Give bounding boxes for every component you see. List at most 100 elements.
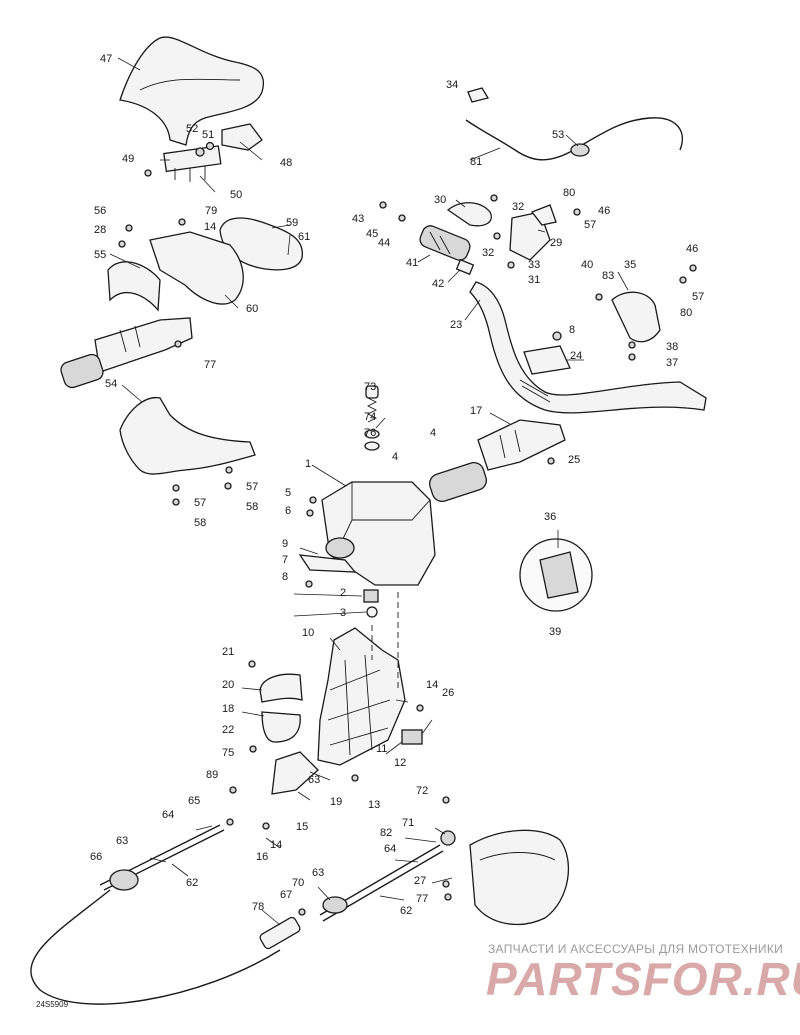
diagram-code: 24S5909 [36, 1000, 69, 1009]
callout-c67: 67 [280, 889, 292, 901]
right-grip-assembly[interactable] [427, 419, 566, 504]
callout-c50: 50 [230, 189, 242, 201]
callout-c62a: 62 [186, 877, 198, 889]
callout-c31: 31 [528, 274, 540, 286]
cable-ferrule[interactable] [570, 143, 590, 157]
callout-c32b: 32 [482, 247, 494, 259]
detail-view-39 [519, 538, 593, 612]
cover-bracket[interactable] [163, 141, 222, 183]
callout-c7: 7 [282, 554, 288, 566]
callout-c83: 83 [602, 270, 614, 282]
callout-c35: 35 [624, 259, 636, 271]
callout-c1: 1 [305, 458, 311, 470]
callout-c82: 82 [380, 827, 392, 839]
callout-c66: 66 [90, 851, 102, 863]
callout-c54: 54 [105, 378, 117, 390]
left-housing[interactable] [149, 231, 244, 305]
callout-c59: 59 [286, 217, 298, 229]
callout-c17: 17 [470, 405, 482, 417]
left-grip-assembly[interactable] [59, 317, 193, 390]
callout-c22: 22 [222, 724, 234, 736]
callout-c23: 23 [450, 319, 462, 331]
callout-c36: 36 [544, 511, 556, 523]
callout-c41: 41 [406, 257, 418, 269]
callout-c40: 40 [581, 259, 593, 271]
jet-nozzle[interactable] [469, 829, 570, 926]
callout-c46b: 46 [686, 243, 698, 255]
callout-c11: 11 [376, 743, 387, 755]
callout-c29: 29 [550, 237, 562, 249]
callout-c57c: 57 [584, 219, 596, 231]
linkage-arm[interactable] [271, 751, 319, 795]
callout-c39: 39 [549, 626, 561, 638]
riser-clamp[interactable] [523, 345, 571, 375]
callout-c78: 78 [252, 901, 264, 913]
callout-c51: 51 [202, 129, 214, 141]
callout-c81: 81 [470, 156, 482, 168]
callout-c55: 55 [94, 249, 106, 261]
cable-clip[interactable] [467, 87, 490, 103]
callout-c89: 89 [206, 769, 218, 781]
callout-c48: 48 [280, 157, 292, 169]
handlebar-tube[interactable] [469, 281, 707, 414]
callout-c65: 65 [188, 795, 200, 807]
callout-c32a: 32 [512, 201, 524, 213]
left-guard[interactable] [107, 261, 161, 312]
handlebar-cover-top[interactable] [119, 36, 265, 146]
square-nut[interactable] [363, 589, 379, 603]
washer[interactable] [366, 606, 378, 618]
cover-clip[interactable] [221, 123, 263, 151]
clamp-lower[interactable] [261, 711, 301, 743]
throttle-lever[interactable] [446, 202, 492, 227]
steering-housing[interactable] [298, 481, 436, 586]
callout-c77b: 77 [416, 893, 428, 905]
steering-arm[interactable] [317, 627, 406, 766]
callout-c73: 73 [364, 381, 376, 393]
callout-c30: 30 [434, 194, 446, 206]
callout-c6: 6 [285, 505, 291, 517]
callout-c61: 61 [298, 231, 310, 243]
callout-c18: 18 [222, 703, 234, 715]
callout-c76: 76 [364, 427, 376, 439]
callout-c74: 74 [364, 411, 376, 423]
callout-c53: 53 [552, 129, 564, 141]
callout-c14a: 14 [204, 221, 216, 233]
callout-c8b: 8 [282, 571, 288, 583]
ball-joint[interactable] [440, 830, 456, 846]
callout-c10: 10 [302, 627, 314, 639]
small-bracket[interactable] [401, 729, 423, 745]
callout-c3: 3 [340, 607, 346, 619]
lower-left-cover[interactable] [119, 397, 256, 475]
callout-c75: 75 [222, 747, 234, 759]
right-housing[interactable] [611, 291, 661, 343]
callout-c79: 79 [205, 205, 217, 217]
callout-c44: 44 [378, 237, 390, 249]
callout-c4b: 4 [392, 451, 398, 463]
callout-c9: 9 [282, 538, 288, 550]
callout-c45: 45 [366, 228, 378, 240]
callout-c62b: 62 [400, 905, 412, 917]
callout-c71: 71 [402, 817, 414, 829]
callout-c70: 70 [292, 877, 304, 889]
callout-c80a: 80 [563, 187, 575, 199]
grip-end[interactable] [455, 258, 475, 276]
callout-c72: 72 [416, 785, 428, 797]
left-steering-cable[interactable] [30, 824, 281, 1005]
spring-pin[interactable] [364, 385, 380, 451]
callout-c57b: 57 [194, 497, 206, 509]
callout-c47: 47 [100, 53, 112, 65]
callout-c20: 20 [222, 679, 234, 691]
right-grip[interactable] [418, 223, 473, 262]
callout-c64a: 64 [162, 809, 174, 821]
callout-c27: 27 [414, 875, 426, 887]
callout-c63c: 63 [312, 867, 324, 879]
right-steering-cable[interactable] [259, 844, 444, 950]
callout-c24: 24 [570, 350, 582, 362]
callout-c56: 56 [94, 205, 106, 217]
clamp-upper[interactable] [259, 673, 303, 703]
callout-c19: 19 [330, 796, 342, 808]
callout-c8a: 8 [569, 324, 575, 336]
callout-c57d: 57 [692, 291, 704, 303]
